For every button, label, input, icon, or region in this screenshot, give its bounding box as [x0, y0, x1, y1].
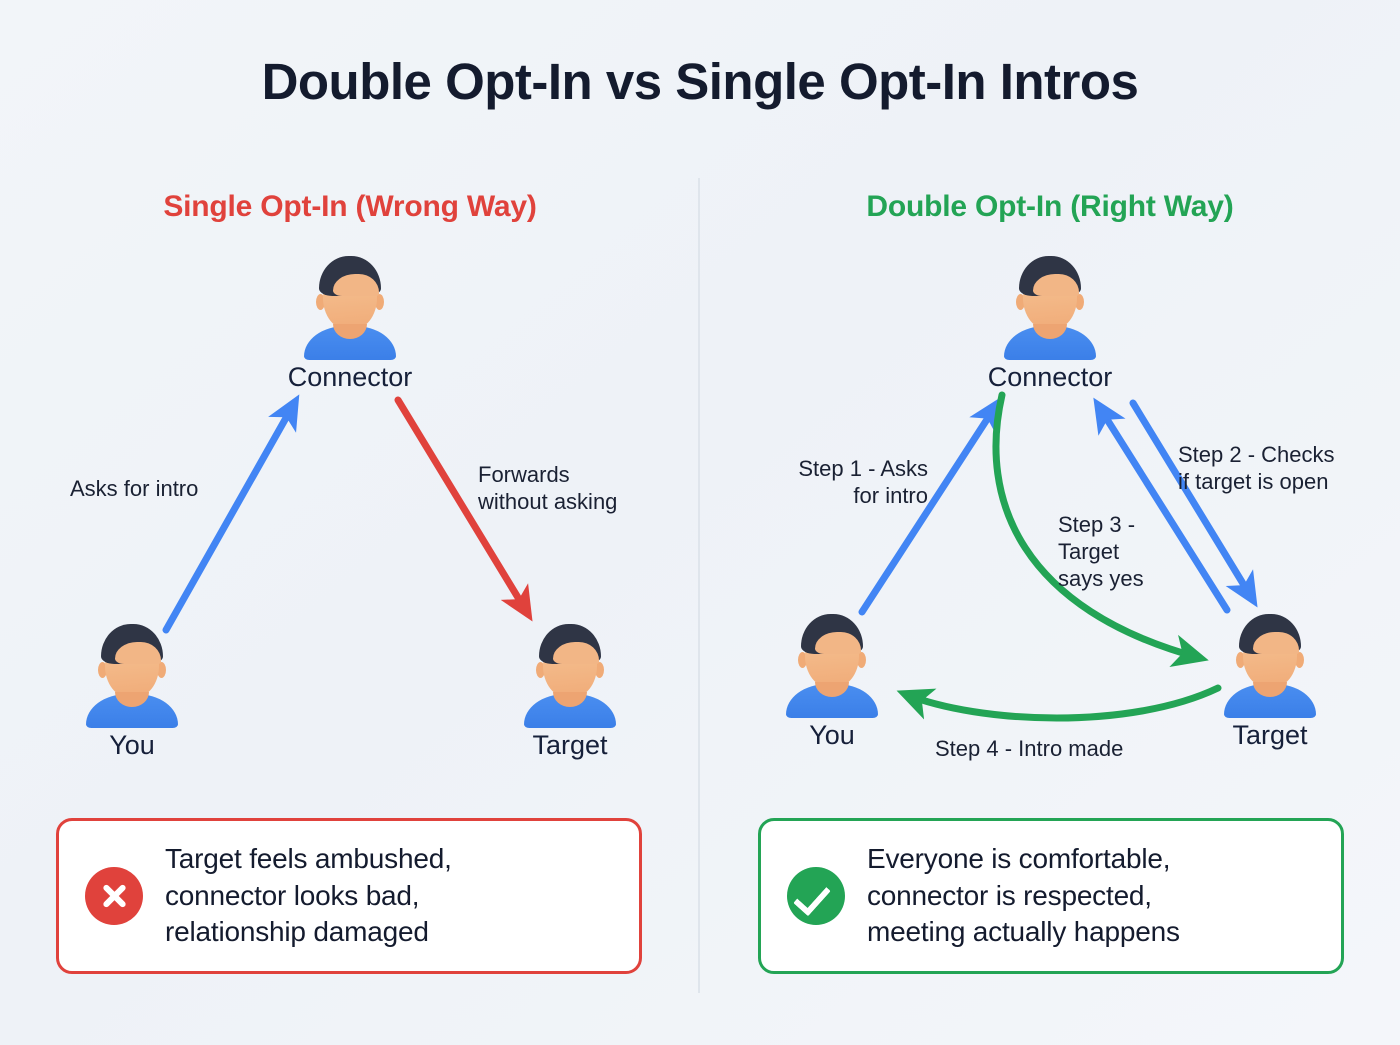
- node-label: Connector: [987, 362, 1113, 392]
- person-avatar-icon: [77, 622, 187, 728]
- person-avatar-icon: [995, 254, 1105, 360]
- panel-heading-single: Single Opt-In (Wrong Way): [163, 190, 537, 223]
- callout-text: Target feels ambushed, connector looks b…: [165, 843, 452, 948]
- node-target-left: Target: [490, 622, 650, 759]
- arrow-step-2: [1129, 399, 1258, 608]
- cross-circle-icon: [85, 867, 143, 925]
- person-avatar-icon: [515, 622, 625, 728]
- node-connector-right: Connector: [970, 254, 1130, 391]
- panel-single-opt-in: Single Opt-In (Wrong Way) C: [0, 0, 700, 1045]
- node-you-left: You: [52, 622, 212, 759]
- arrow-forwards-without-asking: [394, 396, 533, 622]
- node-you-right: You: [752, 612, 912, 749]
- node-label: You: [109, 730, 155, 760]
- node-label: Connector: [287, 362, 413, 392]
- person-avatar-icon: [777, 612, 887, 718]
- panel-heading-double: Double Opt-In (Right Way): [866, 190, 1234, 223]
- left-arrow-layer: [162, 394, 533, 634]
- edge-label-asks-for-intro: Asks for intro: [70, 476, 199, 501]
- arrow-step-1: [858, 396, 1002, 616]
- callout-text: Everyone is comfortable, connector is re…: [867, 843, 1180, 948]
- node-label: Target: [532, 730, 608, 760]
- edge-label-step-1: Step 1 - Asks for intro: [798, 456, 928, 508]
- panel-divider: [698, 178, 700, 993]
- arrow-asks-for-intro: [162, 394, 300, 634]
- arrow-step-4: [896, 684, 1222, 722]
- node-label: You: [809, 720, 855, 750]
- node-label: Target: [1232, 720, 1308, 750]
- edge-label-step-2: Step 2 - Checks if target is open: [1178, 442, 1335, 494]
- edge-label-forwards-without-asking: Forwards without asking: [478, 462, 618, 514]
- panel-double-opt-in: Double Opt-In (Right Way): [700, 0, 1400, 1045]
- arrow-step-2-return: [1093, 397, 1231, 614]
- check-circle-icon: [787, 867, 845, 925]
- edge-label-step-3: Step 3 - Target says yes: [1058, 512, 1144, 591]
- callout-positive-outcome: Everyone is comfortable, connector is re…: [758, 818, 1344, 974]
- arrow-step-3: [992, 391, 1209, 667]
- edge-label-step-4: Step 4 - Intro made: [935, 736, 1124, 761]
- person-avatar-icon: [1215, 612, 1325, 718]
- callout-negative-outcome: Target feels ambushed, connector looks b…: [56, 818, 642, 974]
- node-target-right: Target: [1190, 612, 1350, 749]
- node-connector-left: Connector: [270, 254, 430, 391]
- right-arrow-layer: [858, 391, 1258, 722]
- page-title: Double Opt-In vs Single Opt-In Intros: [261, 53, 1139, 110]
- person-avatar-icon: [295, 254, 405, 360]
